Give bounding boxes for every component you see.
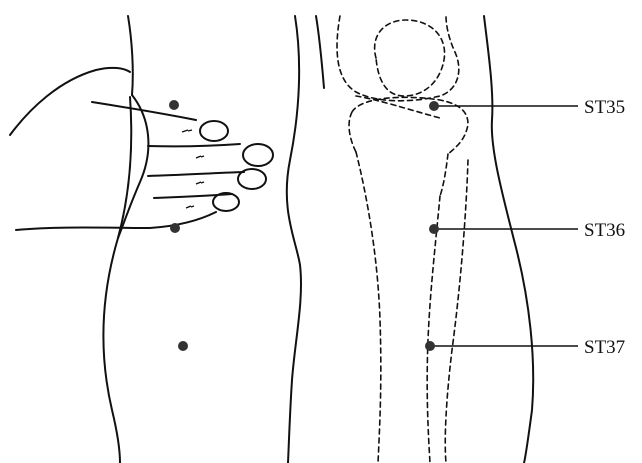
- hand-point-top: [169, 100, 179, 110]
- leg-outline-left: [287, 16, 301, 463]
- st37-label: ST37: [584, 337, 625, 358]
- torso-outline: [103, 16, 132, 463]
- thigh-inner-line: [316, 16, 324, 88]
- fingernail-2: [243, 144, 273, 166]
- acupoint-markers: ST35 ST36 ST37: [425, 97, 625, 358]
- patella-dashed: [375, 20, 445, 96]
- tibia-left-dashed: [356, 152, 381, 463]
- hand-lower-edge: [16, 212, 216, 230]
- abdomen-figure: [103, 16, 148, 463]
- fibula-dashed: [440, 154, 468, 463]
- st36-point: [429, 224, 439, 234]
- hand-point-bottom: [170, 223, 180, 233]
- tibia-mid-dashed: [427, 196, 440, 463]
- finger-index: [148, 144, 240, 146]
- st35-label: ST35: [584, 97, 625, 118]
- hand-back-outline: [10, 68, 130, 135]
- abdomen-point: [178, 341, 188, 351]
- fingernail-1: [200, 121, 228, 141]
- leg-figure: [287, 16, 533, 463]
- fingernail-3: [238, 169, 266, 189]
- hand-drawing: [10, 68, 273, 351]
- st37-point: [425, 341, 435, 351]
- st35-point: [429, 101, 439, 111]
- femur-dashed: [337, 16, 459, 101]
- finger-middle: [148, 172, 244, 176]
- leg-outline-right: [484, 16, 533, 463]
- st36-label: ST36: [584, 220, 625, 241]
- fingernail-4: [213, 193, 239, 211]
